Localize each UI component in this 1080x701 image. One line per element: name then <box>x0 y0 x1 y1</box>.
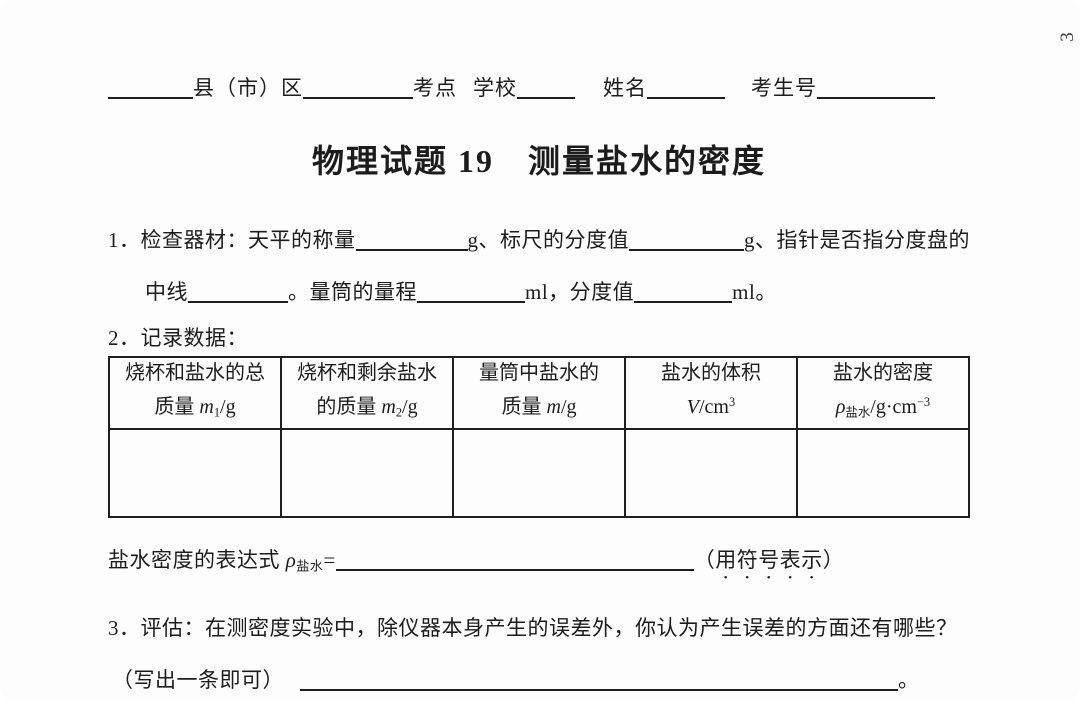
table-header-m: 量筒中盐水的 质量 m/g <box>452 356 626 430</box>
site-label: 考点 <box>413 76 457 100</box>
note-emphasized-text: 用符号表示 <box>715 548 823 572</box>
question3-line1: 3．评估：在测密度实验中，除仪器本身产生的误差外，你认为产生误差的方面还有哪些？ <box>108 616 958 640</box>
table-empty-cell-m2 <box>280 428 454 518</box>
q1-text-3: g、指针是否指分度盘的 <box>744 228 970 252</box>
blank-weighing-capacity <box>355 230 468 251</box>
note-open-paren: （ <box>693 548 716 572</box>
header-line: 县（市）区 考点学校 姓名 考生号 <box>108 0 970 102</box>
table-header-m2: 烧杯和剩余盐水 的质量 m2/g <box>280 356 454 430</box>
data-table: 烧杯和盐水的总 质量 m1/g 烧杯和剩余盐水 的质量 m2/g 量筒中盐水的 … <box>108 356 970 518</box>
blank-expression <box>335 550 694 571</box>
q1-text-1: 1．检查器材：天平的称量 <box>108 228 356 252</box>
q1-text-7: ml。 <box>732 280 777 304</box>
candidate-label: 考生号 <box>751 76 817 100</box>
header-volume-line1: 盐水的体积 <box>661 361 761 384</box>
header-m-line2: 质量 m/g <box>501 395 577 418</box>
q1-text-6: ml，分度值 <box>525 280 635 304</box>
blank-candidate <box>817 78 935 99</box>
header-m1-line2: 质量 m1/g <box>154 395 236 420</box>
page-number: 3 <box>1056 32 1078 42</box>
note-close-paren: ） <box>822 548 845 572</box>
blank-cylinder-range <box>417 282 525 303</box>
blank-q3-answer <box>300 670 898 691</box>
table-header-volume: 盐水的体积 V/cm3 <box>624 356 798 430</box>
question1-line2: 中线 。量筒的量程 ml，分度值 ml。 <box>145 276 970 306</box>
blank-site <box>303 78 413 99</box>
q1-text-2: g、标尺的分度值 <box>467 228 629 252</box>
table-empty-cell-density <box>796 428 970 518</box>
table-empty-cell-volume <box>624 428 798 518</box>
table-header-row: 烧杯和盐水的总 质量 m1/g 烧杯和剩余盐水 的质量 m2/g 量筒中盐水的 … <box>108 356 970 430</box>
q3-period: 。 <box>898 668 920 692</box>
header-volume-line2: V/cm3 <box>686 394 736 418</box>
table-empty-cell-m <box>452 428 626 518</box>
q1-text-5: 。量筒的量程 <box>288 280 417 304</box>
header-m2-line1: 烧杯和剩余盐水 <box>297 361 437 384</box>
blank-school <box>517 78 575 99</box>
header-m2-line2: 的质量 m2/g <box>316 395 418 420</box>
density-expression-line: 盐水密度的表达式 ρ盐水= （用符号表示） <box>108 544 970 584</box>
blank-cylinder-division <box>634 282 733 303</box>
header-m1-line1: 烧杯和盐水的总 <box>125 361 265 384</box>
q1-text-4: 中线 <box>145 280 188 304</box>
rho-symbol: ρ <box>285 548 297 572</box>
blank-county <box>108 78 193 99</box>
blank-scale-division <box>629 230 744 251</box>
expression-label: 盐水密度的表达式 <box>108 548 286 572</box>
table-empty-cell-m1 <box>108 428 282 518</box>
table-header-density: 盐水的密度 ρ盐水/g·cm−3 <box>796 356 970 430</box>
question1-line1: 1．检查器材：天平的称量 g、标尺的分度值 g、指针是否指分度盘的 <box>108 224 970 254</box>
blank-name <box>647 78 725 99</box>
rho-subscript: 盐水 <box>296 558 324 574</box>
page-title: 物理试题 19 测量盐水的密度 <box>311 143 766 179</box>
table-header-m1: 烧杯和盐水的总 质量 m1/g <box>108 356 282 430</box>
county-label: 县（市）区 <box>193 76 303 100</box>
name-label: 姓名 <box>603 76 647 100</box>
question2-label: 2．记录数据： <box>108 326 248 350</box>
table-data-row <box>108 428 970 518</box>
q3-answer-label: （写出一条即可） <box>112 668 284 692</box>
header-m-line1: 量筒中盐水的 <box>479 361 599 384</box>
blank-midline <box>188 282 288 303</box>
header-density-line2: ρ盐水/g·cm−3 <box>835 394 931 420</box>
header-density-line1: 盐水的密度 <box>833 361 933 384</box>
school-label: 学校 <box>473 76 517 100</box>
equals-sign: = <box>323 548 336 572</box>
question3-line2: （写出一条即可） 。 <box>112 664 970 694</box>
